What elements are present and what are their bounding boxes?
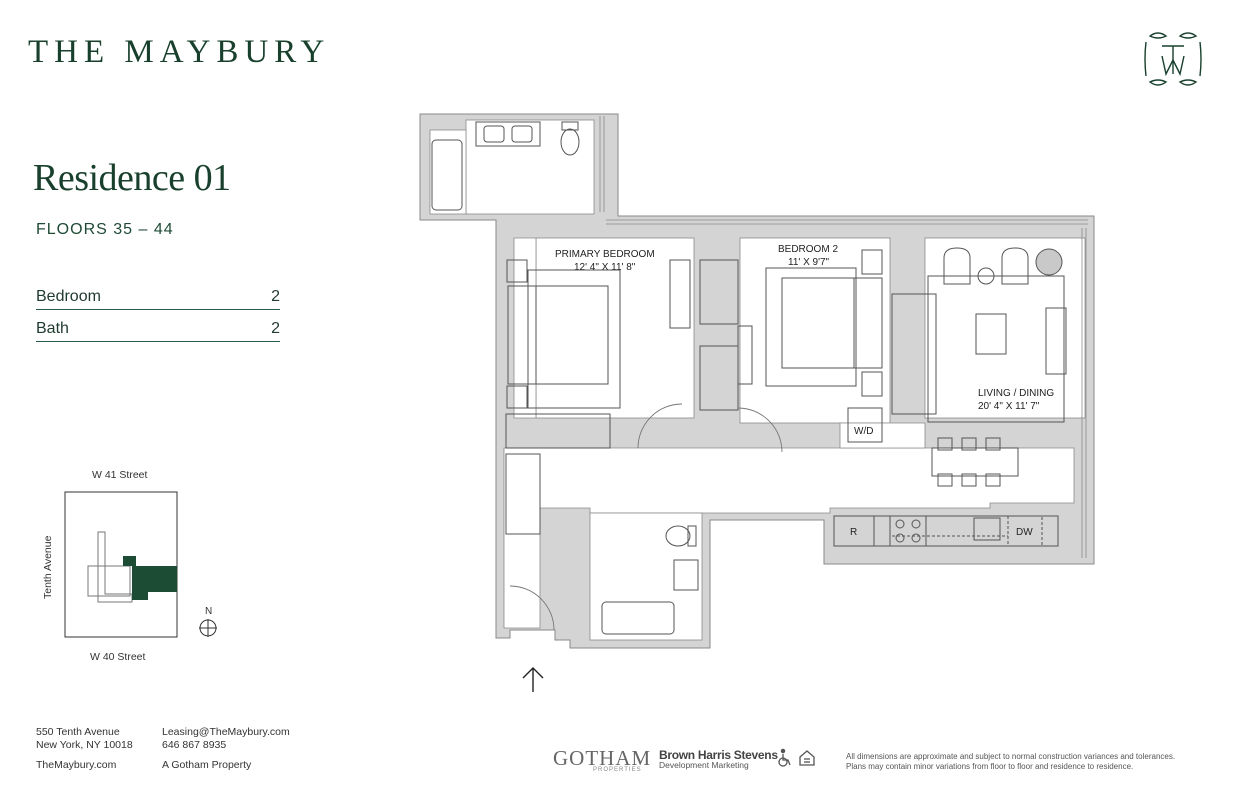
street-label-west: Tenth Avenue xyxy=(42,535,54,599)
brand-wordmark: THE MAYBURY xyxy=(28,34,331,70)
spec-value: 2 xyxy=(271,320,280,337)
legal-disclaimer: All dimensions are approximate and subje… xyxy=(846,752,1216,772)
room-dims-living: 20' 4" X 11' 7" xyxy=(978,401,1040,412)
room-dims-bedroom2: 11' X 9'7" xyxy=(788,257,830,268)
svg-text:N: N xyxy=(205,606,212,617)
spec-label: Bath xyxy=(36,320,69,337)
spec-label: Bedroom xyxy=(36,288,101,305)
phone-number: 646 867 8935 xyxy=(162,739,227,751)
spec-value: 2 xyxy=(271,288,280,305)
email-link[interactable]: Leasing@TheMaybury.com xyxy=(162,726,290,738)
accessibility-icons xyxy=(778,748,815,767)
dishwasher-label: DW xyxy=(1016,527,1033,538)
address-line: 550 Tenth Avenue xyxy=(36,726,120,738)
residence-title: Residence 01 xyxy=(33,157,231,199)
street-label-south: W 40 Street xyxy=(90,651,146,663)
bhs-logo-sub: Development Marketing xyxy=(659,760,749,770)
legal-line: All dimensions are approximate and subje… xyxy=(846,752,1176,761)
legal-line: Plans may contain minor variations from … xyxy=(846,762,1134,771)
street-label-north: W 41 Street xyxy=(92,469,148,481)
website-link[interactable]: TheMaybury.com xyxy=(36,759,117,771)
washer-dryer-label: W/D xyxy=(854,426,873,437)
room-dims-primary: 12' 4" X 11' 8" xyxy=(574,262,636,273)
wheelchair-icon xyxy=(778,748,791,767)
gotham-logo: GOTHAM xyxy=(553,746,652,770)
room-label-living: LIVING / DINING xyxy=(978,388,1054,399)
north-arrow-icon: N xyxy=(199,606,217,637)
floors-range: FLOORS 35 – 44 xyxy=(36,221,174,238)
equal-housing-icon xyxy=(799,750,815,766)
room-label-primary: PRIMARY BEDROOM xyxy=(555,249,655,260)
maybury-monogram-logo xyxy=(1144,32,1202,86)
address-block: 550 Tenth Avenue New York, NY 10018 xyxy=(36,726,133,752)
spec-row-bedroom: Bedroom 2 xyxy=(36,282,280,310)
floor-plan: PRIMARY BEDROOM 12' 4" X 11' 8" BEDROOM … xyxy=(419,113,1095,692)
gotham-logo-sub: PROPERTIES xyxy=(593,767,642,773)
specs-table: Bedroom 2 Bath 2 xyxy=(36,282,280,346)
property-of: A Gotham Property xyxy=(162,759,252,771)
key-map: W 41 Street Tenth Avenue W 40 Street N xyxy=(42,469,217,663)
room-label-bedroom2: BEDROOM 2 xyxy=(778,244,838,255)
fridge-label: R xyxy=(850,527,857,538)
address-line: New York, NY 10018 xyxy=(36,739,133,751)
spec-row-bath: Bath 2 xyxy=(36,314,280,342)
bhs-logo: Brown Harris Stevens xyxy=(659,748,778,762)
contact-block: Leasing@TheMaybury.com 646 867 8935 xyxy=(162,726,290,752)
